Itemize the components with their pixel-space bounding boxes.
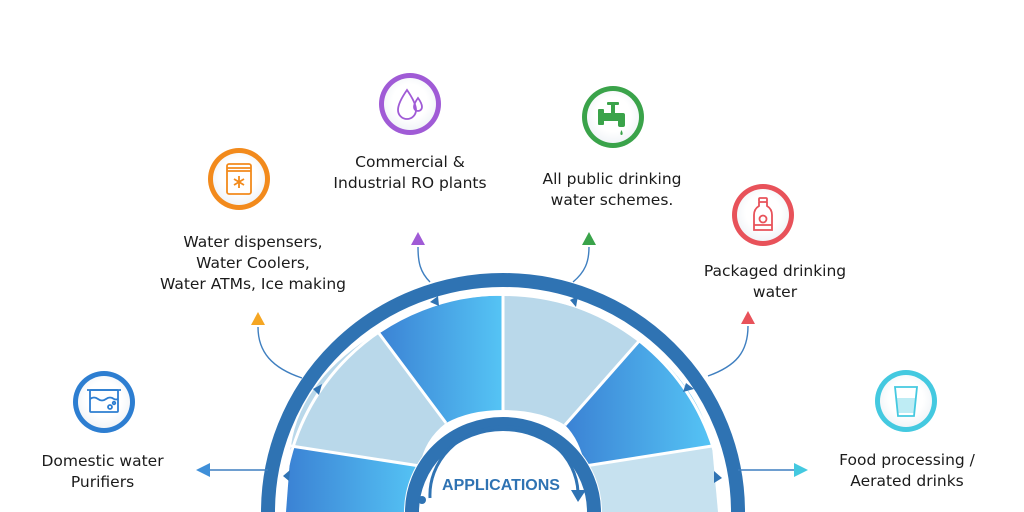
wedge-1 [286,446,420,512]
wedge-3 [378,295,503,423]
arrowhead-dispensers [251,312,265,325]
connector-packaged [707,325,749,377]
wedge-2 [291,332,446,466]
arrowhead-public [582,232,596,245]
label-line: Water ATMs, Ice making [159,275,346,293]
water-drops-icon [397,88,423,120]
wedge-4 [503,296,640,425]
label-line: Domestic water [41,452,164,470]
hub-arc-dot [418,496,426,504]
app-icon-public [582,86,644,148]
app-icon-dispensers [208,148,270,210]
label-line: water [752,283,798,301]
label-domestic: Domestic water Purifiers [20,451,185,493]
arrowhead-domestic [196,463,210,477]
hub-ring [405,417,601,512]
app-icon-domestic [73,371,135,433]
wedge-6 [585,446,718,512]
label-line: Purifiers [70,473,135,491]
outer-ring [261,273,745,512]
label-food: Food processing / Aerated drinks [812,450,1002,492]
app-icon-packaged [732,184,794,246]
label-line: water schemes. [550,191,674,209]
arrowhead-food [794,463,808,477]
water-bottle-icon [753,197,773,231]
arrowhead-packaged [741,311,755,324]
connector-dispensers [257,326,303,379]
wedge-5 [565,340,712,466]
label-line: Aerated drinks [850,472,964,490]
label-line: Water Coolers, [196,254,310,272]
connector-public [572,246,590,283]
connector-arrowheads [196,232,808,477]
app-icon-food [875,370,937,432]
center-label: APPLICATIONS [442,477,560,494]
label-line: All public drinking [542,170,682,188]
label-line: Packaged drinking [703,262,847,280]
label-packaged: Packaged drinking water [675,261,875,303]
water-tap-icon [598,102,625,135]
label-line: Food processing / [839,451,975,469]
arrowhead-commercial [411,232,425,245]
ring-pointers [283,296,722,483]
water-tank-icon [87,389,121,413]
label-line: Commercial & [355,153,465,171]
label-line: Industrial RO plants [333,174,487,192]
outer-ring-inner-line [281,292,725,512]
label-line: Water dispensers, [183,233,323,251]
water-glass-icon [894,386,918,417]
connector-commercial [417,246,431,283]
hub-inner-arc [428,425,580,499]
label-dispensers: Water dispensers, Water Coolers, Water A… [118,232,388,295]
label-commercial: Commercial & Industrial RO plants [305,152,515,194]
wheel: APPLICATIONS [261,273,745,512]
wedge-separators [290,296,713,468]
wheel-wedges [286,295,718,512]
ice-machine-icon [226,163,252,195]
app-icon-commercial [379,73,441,135]
label-public: All public drinking water schemes. [512,169,712,211]
connectors [206,246,796,471]
hub-arc-arrow [571,490,586,502]
